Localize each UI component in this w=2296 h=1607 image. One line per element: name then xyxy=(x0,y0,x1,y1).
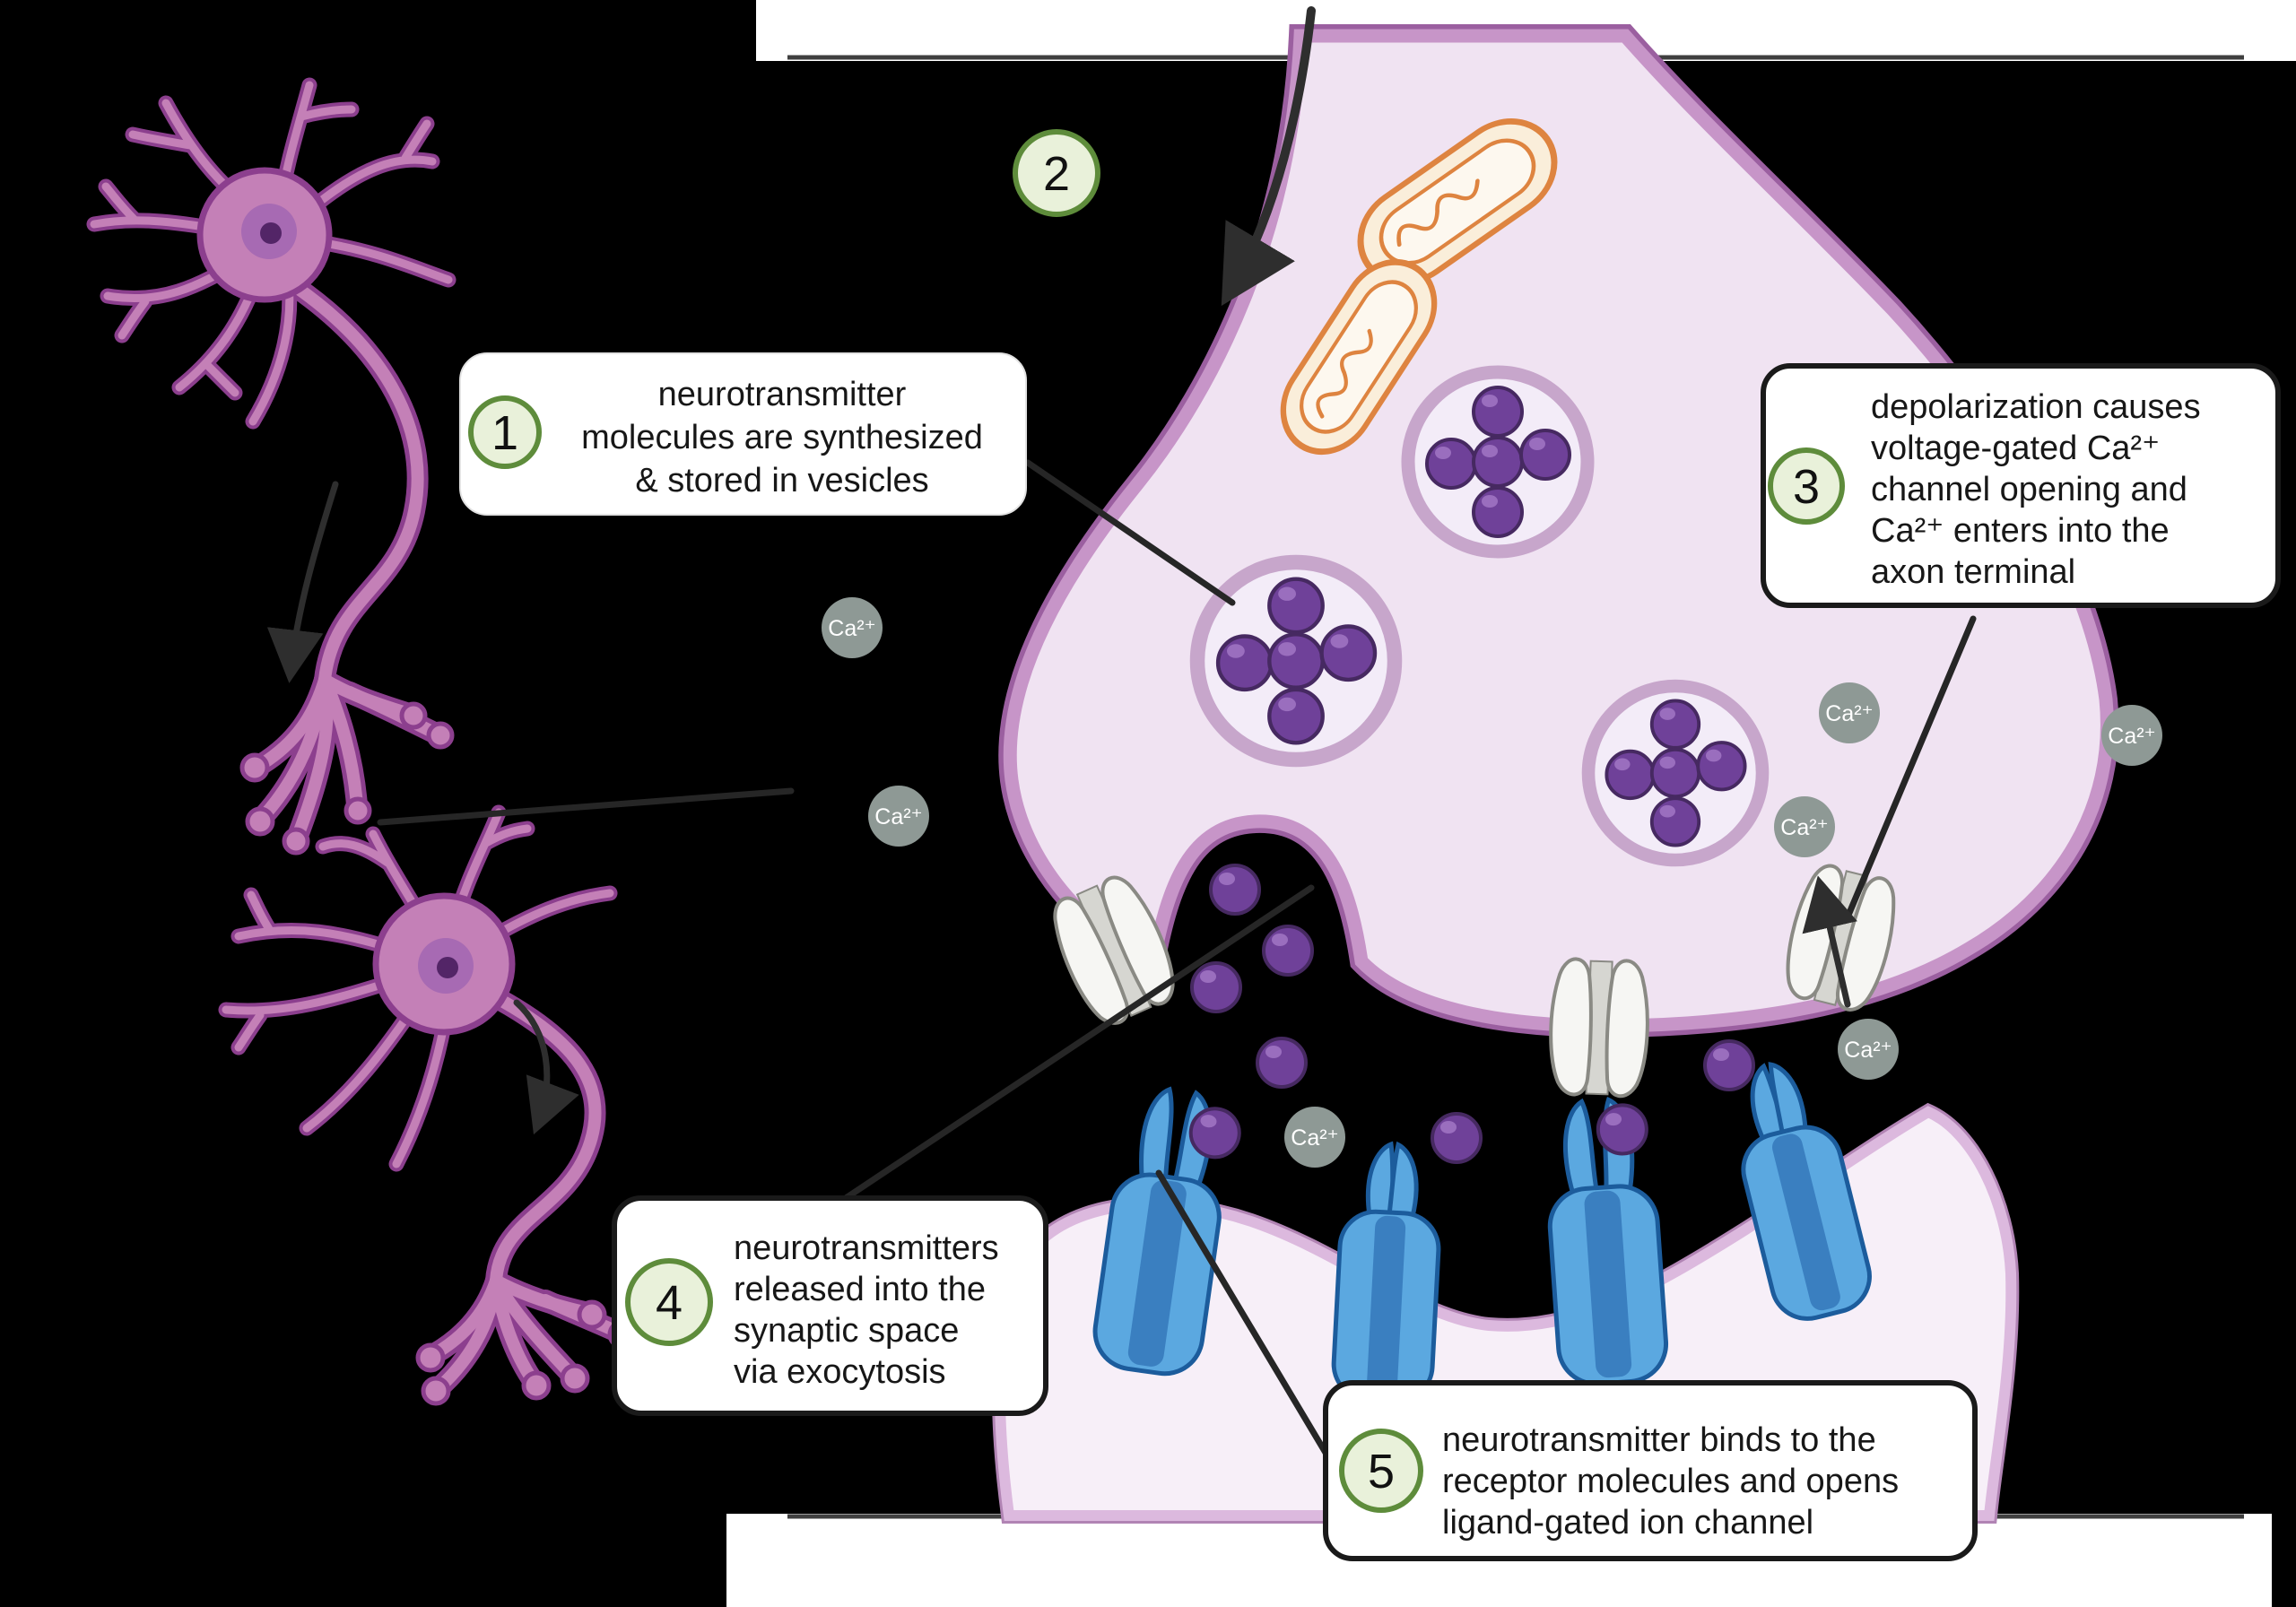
pointer-line-step5 xyxy=(1155,1169,1329,1456)
svg-text:channel opening and: channel opening and xyxy=(1871,471,2187,508)
svg-text:Ca²⁺: Ca²⁺ xyxy=(2108,724,2155,749)
svg-text:synaptic space: synaptic space xyxy=(734,1312,959,1350)
calcium-ion: Ca²⁺ xyxy=(1774,796,1835,857)
callout-step1: 1 neurotransmitter molecules are synthes… xyxy=(459,352,1027,516)
pointer-line-step3 xyxy=(1846,615,1977,916)
svg-text:& stored in vesicles: & stored in vesicles xyxy=(635,462,928,499)
svg-text:neurotransmitter binds to the: neurotransmitter binds to the xyxy=(1442,1421,1876,1459)
svg-text:Ca²⁺: Ca²⁺ xyxy=(874,804,922,830)
svg-text:neurotransmitter: neurotransmitter xyxy=(658,376,907,413)
calcium-ion: Ca²⁺ xyxy=(1819,682,1880,743)
step-circle-2 xyxy=(1013,129,1100,217)
step-circle-1 xyxy=(468,395,542,469)
svg-text:receptor molecules and opens: receptor molecules and opens xyxy=(1442,1463,1899,1500)
svg-text:Ca²⁺: Ca²⁺ xyxy=(1291,1125,1338,1151)
svg-text:1: 1 xyxy=(491,406,518,460)
svg-text:voltage-gated Ca²⁺: voltage-gated Ca²⁺ xyxy=(1871,430,2160,467)
step-circle-5 xyxy=(1339,1429,1423,1513)
pointer-line-step4 xyxy=(839,884,1315,1203)
neuron-1 xyxy=(94,85,452,856)
callout-step3: 3 depolarization causes voltage-gated Ca… xyxy=(1761,363,2281,608)
step-circle-3 xyxy=(1768,447,1845,525)
svg-text:Ca²⁺: Ca²⁺ xyxy=(828,616,875,641)
step-circle-4 xyxy=(625,1258,713,1346)
svg-text:axon terminal: axon terminal xyxy=(1871,553,2075,591)
svg-text:neurotransmitters: neurotransmitters xyxy=(734,1229,999,1267)
neurotransmitter-molecule xyxy=(1595,1101,1650,1158)
svg-text:via exocytosis: via exocytosis xyxy=(734,1353,946,1391)
svg-text:Ca²⁺: Ca²⁺ xyxy=(1825,701,1873,726)
callout-step5: 5 neurotransmitter binds to the receptor… xyxy=(1323,1380,1978,1561)
svg-text:5: 5 xyxy=(1368,1445,1395,1498)
synaptic-vesicle xyxy=(1408,372,1587,552)
pointer-line-step1 xyxy=(1024,459,1236,606)
calcium-ion: Ca²⁺ xyxy=(1838,1019,1899,1080)
calcium-ion: Ca²⁺ xyxy=(1284,1107,1345,1168)
calcium-channel xyxy=(1549,959,1650,1098)
svg-text:2: 2 xyxy=(1043,147,1070,201)
flow-arrow-impulse-into-terminal xyxy=(1221,6,1316,307)
svg-text:Ca²⁺ enters into the: Ca²⁺ enters into the xyxy=(1871,512,2170,550)
callout-step2: 2 xyxy=(1013,129,1100,217)
svg-text:Ca²⁺: Ca²⁺ xyxy=(1780,815,1828,840)
neuron-2 xyxy=(226,812,638,1406)
pointer-line-magnification xyxy=(377,787,795,826)
svg-text:3: 3 xyxy=(1793,460,1820,514)
callout-step4: 4 neurotransmitters released into the sy… xyxy=(612,1195,1048,1416)
svg-text:ligand-gated ion channel: ligand-gated ion channel xyxy=(1442,1504,1813,1542)
synaptic-vesicle xyxy=(1588,686,1762,860)
svg-text:4: 4 xyxy=(656,1276,683,1330)
svg-text:depolarization causes: depolarization causes xyxy=(1871,388,2201,426)
flow-arrow-calcium-entry xyxy=(1802,875,1857,1008)
svg-text:Ca²⁺: Ca²⁺ xyxy=(1844,1038,1892,1063)
calcium-ion: Ca²⁺ xyxy=(868,786,929,847)
synaptic-vesicle xyxy=(1197,562,1395,760)
svg-text:released into the: released into the xyxy=(734,1271,986,1308)
calcium-ion: Ca²⁺ xyxy=(2101,705,2162,766)
flow-arrow-axon-1 xyxy=(266,481,339,683)
calcium-ion: Ca²⁺ xyxy=(822,597,883,658)
flow-arrow-axon-2 xyxy=(513,999,579,1135)
svg-text:molecules are synthesized: molecules are synthesized xyxy=(581,419,983,456)
